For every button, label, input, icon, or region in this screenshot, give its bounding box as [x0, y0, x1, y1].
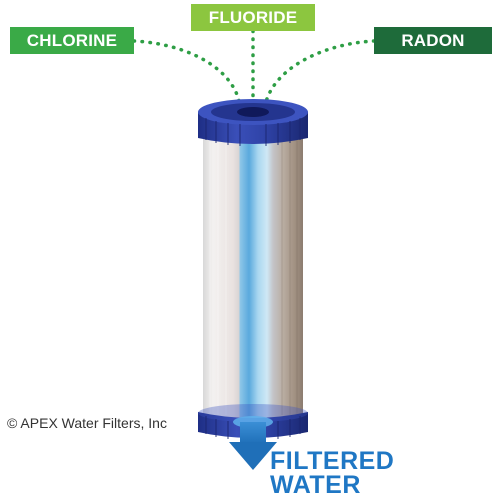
fluoride-label: FLUORIDE [191, 4, 315, 31]
filtered-water-label-line1: FILTERED [270, 447, 395, 475]
radon-label: RADON [374, 27, 492, 54]
radon-dotted-path [263, 39, 376, 108]
down-arrow-icon [229, 416, 277, 470]
chlorine-label: CHLORINE [10, 27, 134, 54]
water-filter-cartridge-icon [198, 99, 308, 439]
copyright-notice: © APEX Water Filters, Inc [7, 415, 167, 431]
filtered-water-label-line2: WATER [270, 471, 361, 499]
chlorine-dotted-path [132, 39, 242, 108]
